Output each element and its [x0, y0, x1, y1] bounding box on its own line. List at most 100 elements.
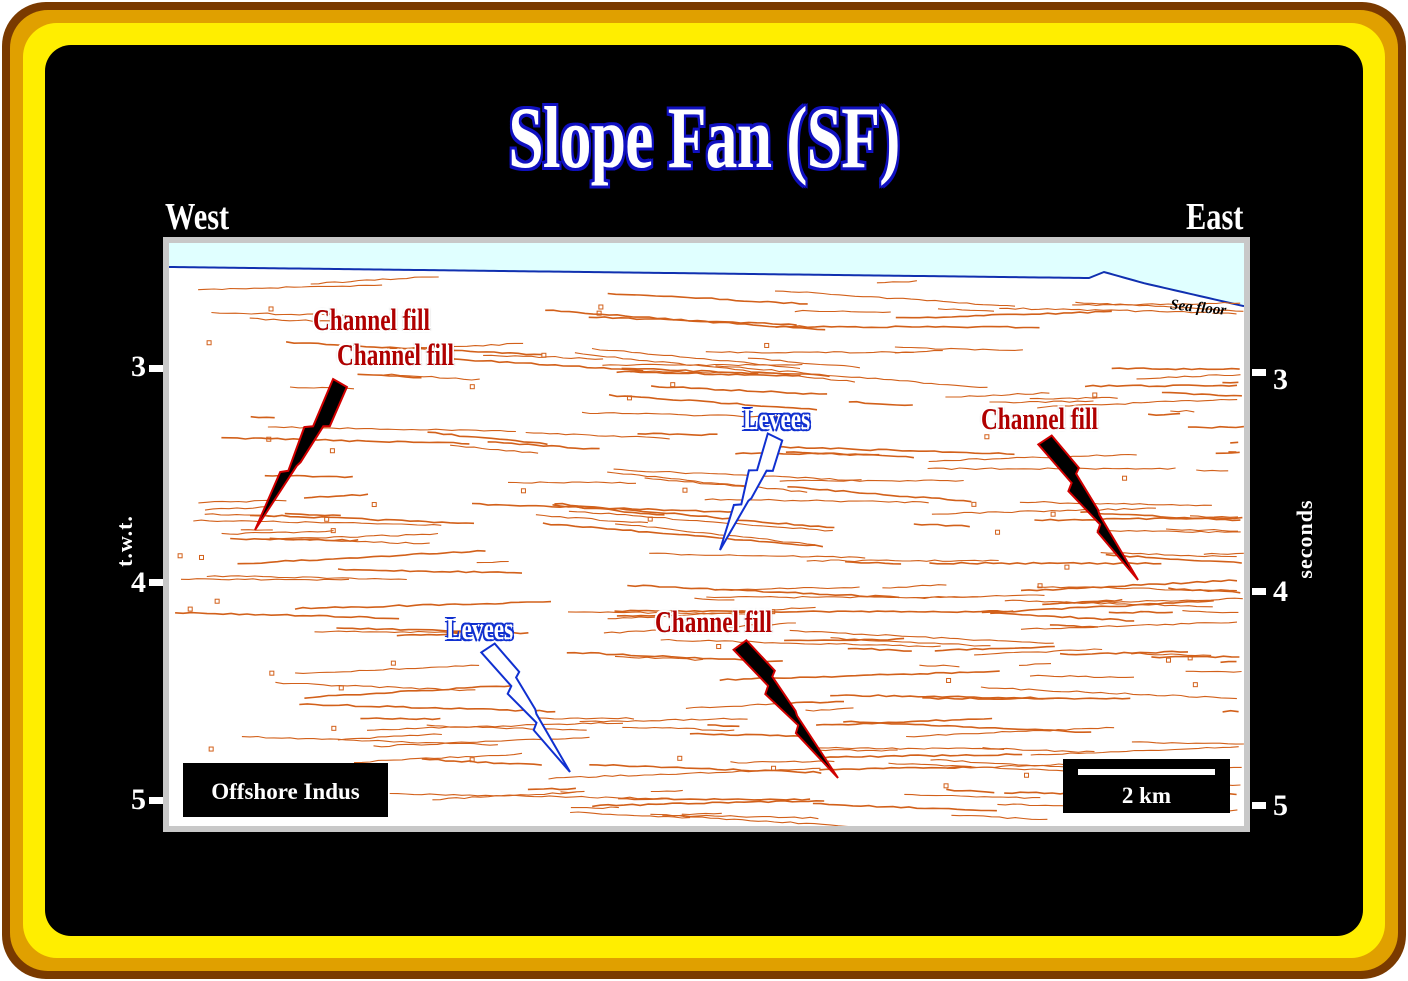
reflector [206, 575, 407, 581]
reflector-marker [1192, 682, 1198, 688]
seismic-section [163, 237, 1250, 832]
annotation-channel-fill: Channel fill [655, 604, 772, 639]
reflector [261, 532, 439, 541]
reflector [644, 477, 749, 488]
reflector [779, 479, 964, 482]
reflector-marker [541, 352, 547, 358]
reflector [581, 411, 798, 419]
reflector [443, 357, 644, 372]
reflector [1230, 441, 1239, 444]
reflector-marker [371, 502, 377, 508]
reflector [694, 597, 735, 601]
reflector [535, 514, 648, 524]
reflector [1170, 409, 1195, 413]
reflector [204, 505, 270, 511]
reflector [607, 606, 816, 620]
reflector-marker [598, 304, 604, 310]
reflector [622, 726, 735, 732]
reflector [427, 431, 548, 446]
reflector [568, 510, 833, 532]
reflector [237, 549, 486, 565]
reflector [784, 637, 905, 642]
left-tick-label: 3 [131, 350, 146, 383]
scale-bar-label: 2 km [1121, 783, 1172, 808]
reflector [787, 700, 844, 705]
reflector [570, 806, 619, 809]
scale-bar: 2 km [1063, 759, 1230, 813]
reflector [1189, 515, 1239, 518]
reflector [471, 502, 737, 513]
reflector [426, 724, 587, 731]
reflector [618, 797, 811, 801]
reflector [990, 612, 1135, 622]
reflector [845, 560, 902, 565]
reflector [830, 694, 1055, 700]
location-box: Offshore Indus [183, 763, 388, 817]
reflector [1100, 552, 1237, 558]
reflector [1029, 674, 1135, 678]
reflector-marker [198, 554, 204, 560]
reflector [882, 584, 947, 589]
reflector [303, 493, 369, 499]
reflector [630, 370, 759, 375]
reflector-marker [647, 516, 653, 522]
reflector [1187, 425, 1244, 429]
reflector [733, 610, 1014, 614]
reflector [775, 325, 1040, 329]
reflector [819, 765, 972, 771]
west-label: West [165, 196, 230, 238]
reflector [241, 735, 498, 746]
reflector [304, 684, 513, 699]
reflector [1042, 598, 1123, 606]
reflector [299, 703, 556, 713]
reflector-marker [670, 382, 676, 388]
annotation-levees: Levees [446, 611, 514, 646]
reflector [607, 292, 808, 305]
reflector [616, 614, 665, 618]
reflector [421, 758, 542, 766]
reflector [1108, 610, 1173, 614]
annotation-channel-fill: Channel fill [337, 337, 454, 372]
reflector [847, 647, 912, 652]
reflector-marker [1064, 564, 1070, 570]
reflector-marker [469, 384, 475, 390]
reflector [1004, 599, 1213, 608]
reflector [980, 686, 1237, 700]
reflector [396, 631, 461, 637]
reflector [589, 763, 822, 774]
reflector-marker [677, 755, 683, 761]
reflector [1131, 652, 1212, 657]
reflector [360, 717, 441, 721]
reflector [904, 793, 1041, 799]
reflector [337, 568, 523, 574]
reflector [649, 552, 866, 559]
reflector-marker [716, 644, 722, 650]
reflector [927, 467, 1176, 470]
reflector [981, 599, 1214, 614]
reflector [1136, 374, 1241, 380]
reflector [507, 481, 637, 484]
reflector-marker [268, 306, 274, 312]
reflector [888, 762, 1089, 773]
reflector [989, 400, 1094, 404]
reflector [1020, 621, 1238, 630]
reflector [450, 444, 539, 454]
reflector [789, 629, 1054, 644]
reflector-marker [206, 340, 212, 346]
reflector [592, 799, 825, 808]
left-tick-label: 5 [131, 783, 146, 816]
east-label: East [1186, 196, 1244, 238]
reflector [616, 370, 801, 377]
reflector-marker [469, 757, 475, 763]
reflector [180, 578, 350, 581]
reflector [822, 753, 1023, 759]
reflector [1049, 624, 1098, 628]
reflector [284, 512, 341, 517]
reflector-marker [946, 677, 952, 683]
reflector [913, 523, 970, 528]
reflector-marker [324, 516, 330, 522]
right-tick-label: 5 [1273, 789, 1288, 822]
reflector [681, 812, 722, 816]
reflector-marker [1122, 475, 1128, 481]
reflector-marker [984, 434, 990, 440]
